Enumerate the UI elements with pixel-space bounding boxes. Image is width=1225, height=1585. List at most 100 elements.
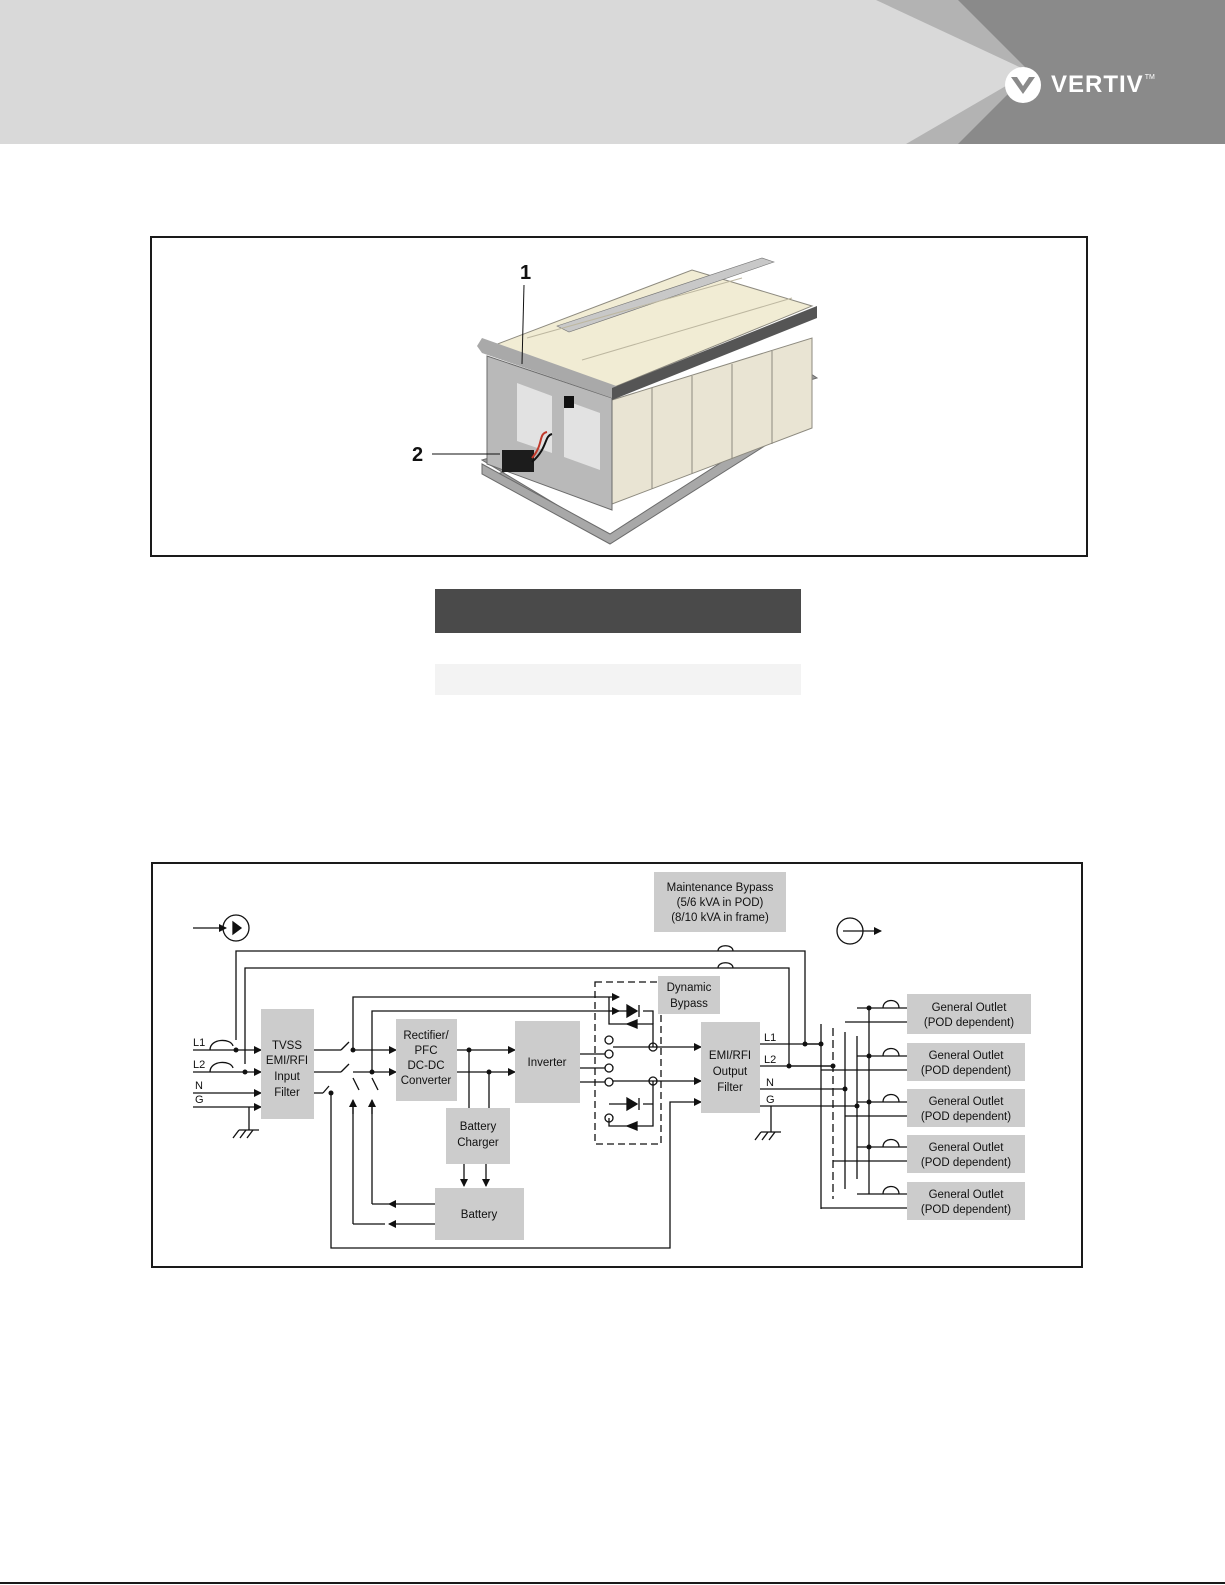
scr-diode — [626, 1003, 639, 1019]
bypass-line-l2 — [244, 967, 790, 1066]
page-header: VERTIV TM — [0, 0, 1225, 144]
input-label-l2: L2 — [193, 1059, 205, 1071]
scr-diode — [626, 1096, 639, 1112]
input-l2-wave — [209, 1061, 234, 1073]
battery-connector — [502, 450, 534, 472]
scr-path-2 — [609, 1010, 654, 1024]
outlet-3-line-1: General Outlet — [929, 1096, 1005, 1108]
output-label-l2: L2 — [764, 1054, 776, 1066]
outlet-4-line-2: (POD dependent) — [921, 1157, 1011, 1169]
battery-charger-box — [446, 1108, 510, 1164]
callout-2: 2 — [412, 444, 423, 466]
top-divider — [581, 297, 793, 361]
battery-switch-2 — [371, 1077, 379, 1091]
switch-l1 — [340, 1041, 350, 1051]
outlet-4-line-1: General Outlet — [929, 1142, 1005, 1154]
battery-charger-line-1: Battery — [460, 1121, 497, 1133]
rectifier-line-2: PFC — [415, 1045, 438, 1057]
bypass-feed-1 — [352, 993, 620, 1050]
ground-tick — [246, 1129, 254, 1139]
switch-n — [322, 1085, 330, 1094]
output-label-n: N — [766, 1077, 774, 1089]
header-triangle-dark — [958, 0, 1225, 144]
dynamic-bypass-box — [594, 981, 662, 1145]
outlet-5-line-2: (POD dependent) — [921, 1204, 1011, 1216]
input-label-g: G — [195, 1094, 204, 1106]
outlet-box-4 — [907, 1135, 1025, 1173]
ground-tick — [761, 1131, 769, 1141]
scr-diode — [625, 1121, 638, 1131]
trademark: TM — [1144, 74, 1155, 81]
input-filter-box — [261, 1009, 314, 1119]
top-strap — [612, 306, 817, 400]
dynamic-bypass-label-box — [658, 976, 720, 1014]
output-label-l1: L1 — [764, 1032, 776, 1044]
switch-contact — [604, 1077, 614, 1087]
neutral-return — [330, 1093, 702, 1249]
table-row-bar — [435, 664, 801, 695]
top-divider — [526, 277, 743, 339]
output-filter-line-2: Output — [713, 1066, 748, 1078]
header-graphic — [876, 0, 1225, 144]
footer-rule — [0, 1582, 1225, 1584]
outlet-5-line-1: General Outlet — [929, 1189, 1005, 1201]
switch-contact — [604, 1063, 614, 1073]
input-filter-line-2: EMI/RFI — [266, 1055, 308, 1067]
outlet-box-5 — [907, 1182, 1025, 1220]
ground-tick — [232, 1129, 240, 1139]
block-diagram-frame: Maintenance Bypass (5/6 kVA in POD) (8/1… — [151, 862, 1083, 1268]
input-symbol — [222, 914, 250, 942]
output-filter-line-3: Filter — [717, 1082, 743, 1094]
battery-box — [435, 1188, 524, 1240]
bypass-line-l1 — [235, 950, 806, 1044]
input-symbol-arrow — [232, 920, 243, 936]
ground-tick — [239, 1129, 247, 1139]
outlet-2-line-1: General Outlet — [929, 1050, 1005, 1062]
outlet-feeds — [821, 999, 907, 1209]
ground-tick — [754, 1131, 762, 1141]
outlet-box-2 — [907, 1043, 1025, 1081]
junction-dots — [233, 1005, 872, 1150]
ground-tick — [768, 1131, 776, 1141]
output-filter-line-1: EMI/RFI — [709, 1050, 751, 1062]
switch-l2 — [340, 1063, 350, 1073]
input-label-l1: L1 — [193, 1037, 205, 1049]
input-label-n: N — [195, 1080, 203, 1092]
callout-1: 1 — [520, 262, 531, 284]
ups-block-diagram: Maintenance Bypass (5/6 kVA in POD) (8/1… — [193, 872, 1031, 1249]
table-header-bar — [435, 589, 801, 633]
dynamic-bypass-line-2: Bypass — [670, 998, 708, 1010]
switch-contact — [604, 1035, 614, 1045]
battery-module-illustration: 1 2 — [412, 257, 819, 545]
inverter-label: Inverter — [528, 1057, 567, 1069]
side-switch — [564, 396, 574, 408]
diagram-boxes — [261, 872, 1031, 1240]
outlet-box-1 — [907, 994, 1031, 1034]
top-bus-bar — [556, 257, 775, 333]
output-label-g: G — [766, 1094, 775, 1106]
vertiv-logo-icon — [1005, 67, 1041, 103]
dynamic-bypass-line-1: Dynamic — [667, 982, 712, 994]
battery-figure-frame: 1 2 — [150, 236, 1088, 557]
rectifier-line-1: Rectifier/ — [403, 1030, 449, 1042]
input-l1-wave — [209, 1039, 234, 1051]
outlet-3-line-2: (POD dependent) — [921, 1111, 1011, 1123]
bypass-feed-2 — [371, 1007, 620, 1072]
maintenance-bypass-box — [654, 872, 786, 932]
brand-name: VERTIV — [1051, 71, 1144, 98]
side-label — [564, 400, 600, 470]
rectifier-box — [396, 1019, 457, 1101]
red-wire — [531, 431, 548, 459]
switch-contact — [604, 1049, 614, 1059]
battery-switch-1 — [352, 1077, 360, 1091]
scr-diode — [625, 1019, 638, 1029]
input-filter-line-3: Input — [274, 1071, 300, 1083]
vertiv-logo: VERTIV TM — [1003, 66, 1155, 104]
bypass-crossover — [717, 962, 734, 969]
outlet-box-3 — [907, 1089, 1025, 1127]
battery-label: Battery — [461, 1209, 498, 1221]
maintenance-bypass-line-1: Maintenance Bypass — [667, 882, 774, 894]
rectifier-line-4: Converter — [401, 1075, 452, 1087]
input-filter-line-4: Filter — [274, 1087, 300, 1099]
maintenance-bypass-line-2: (5/6 kVA in POD) — [677, 897, 764, 909]
